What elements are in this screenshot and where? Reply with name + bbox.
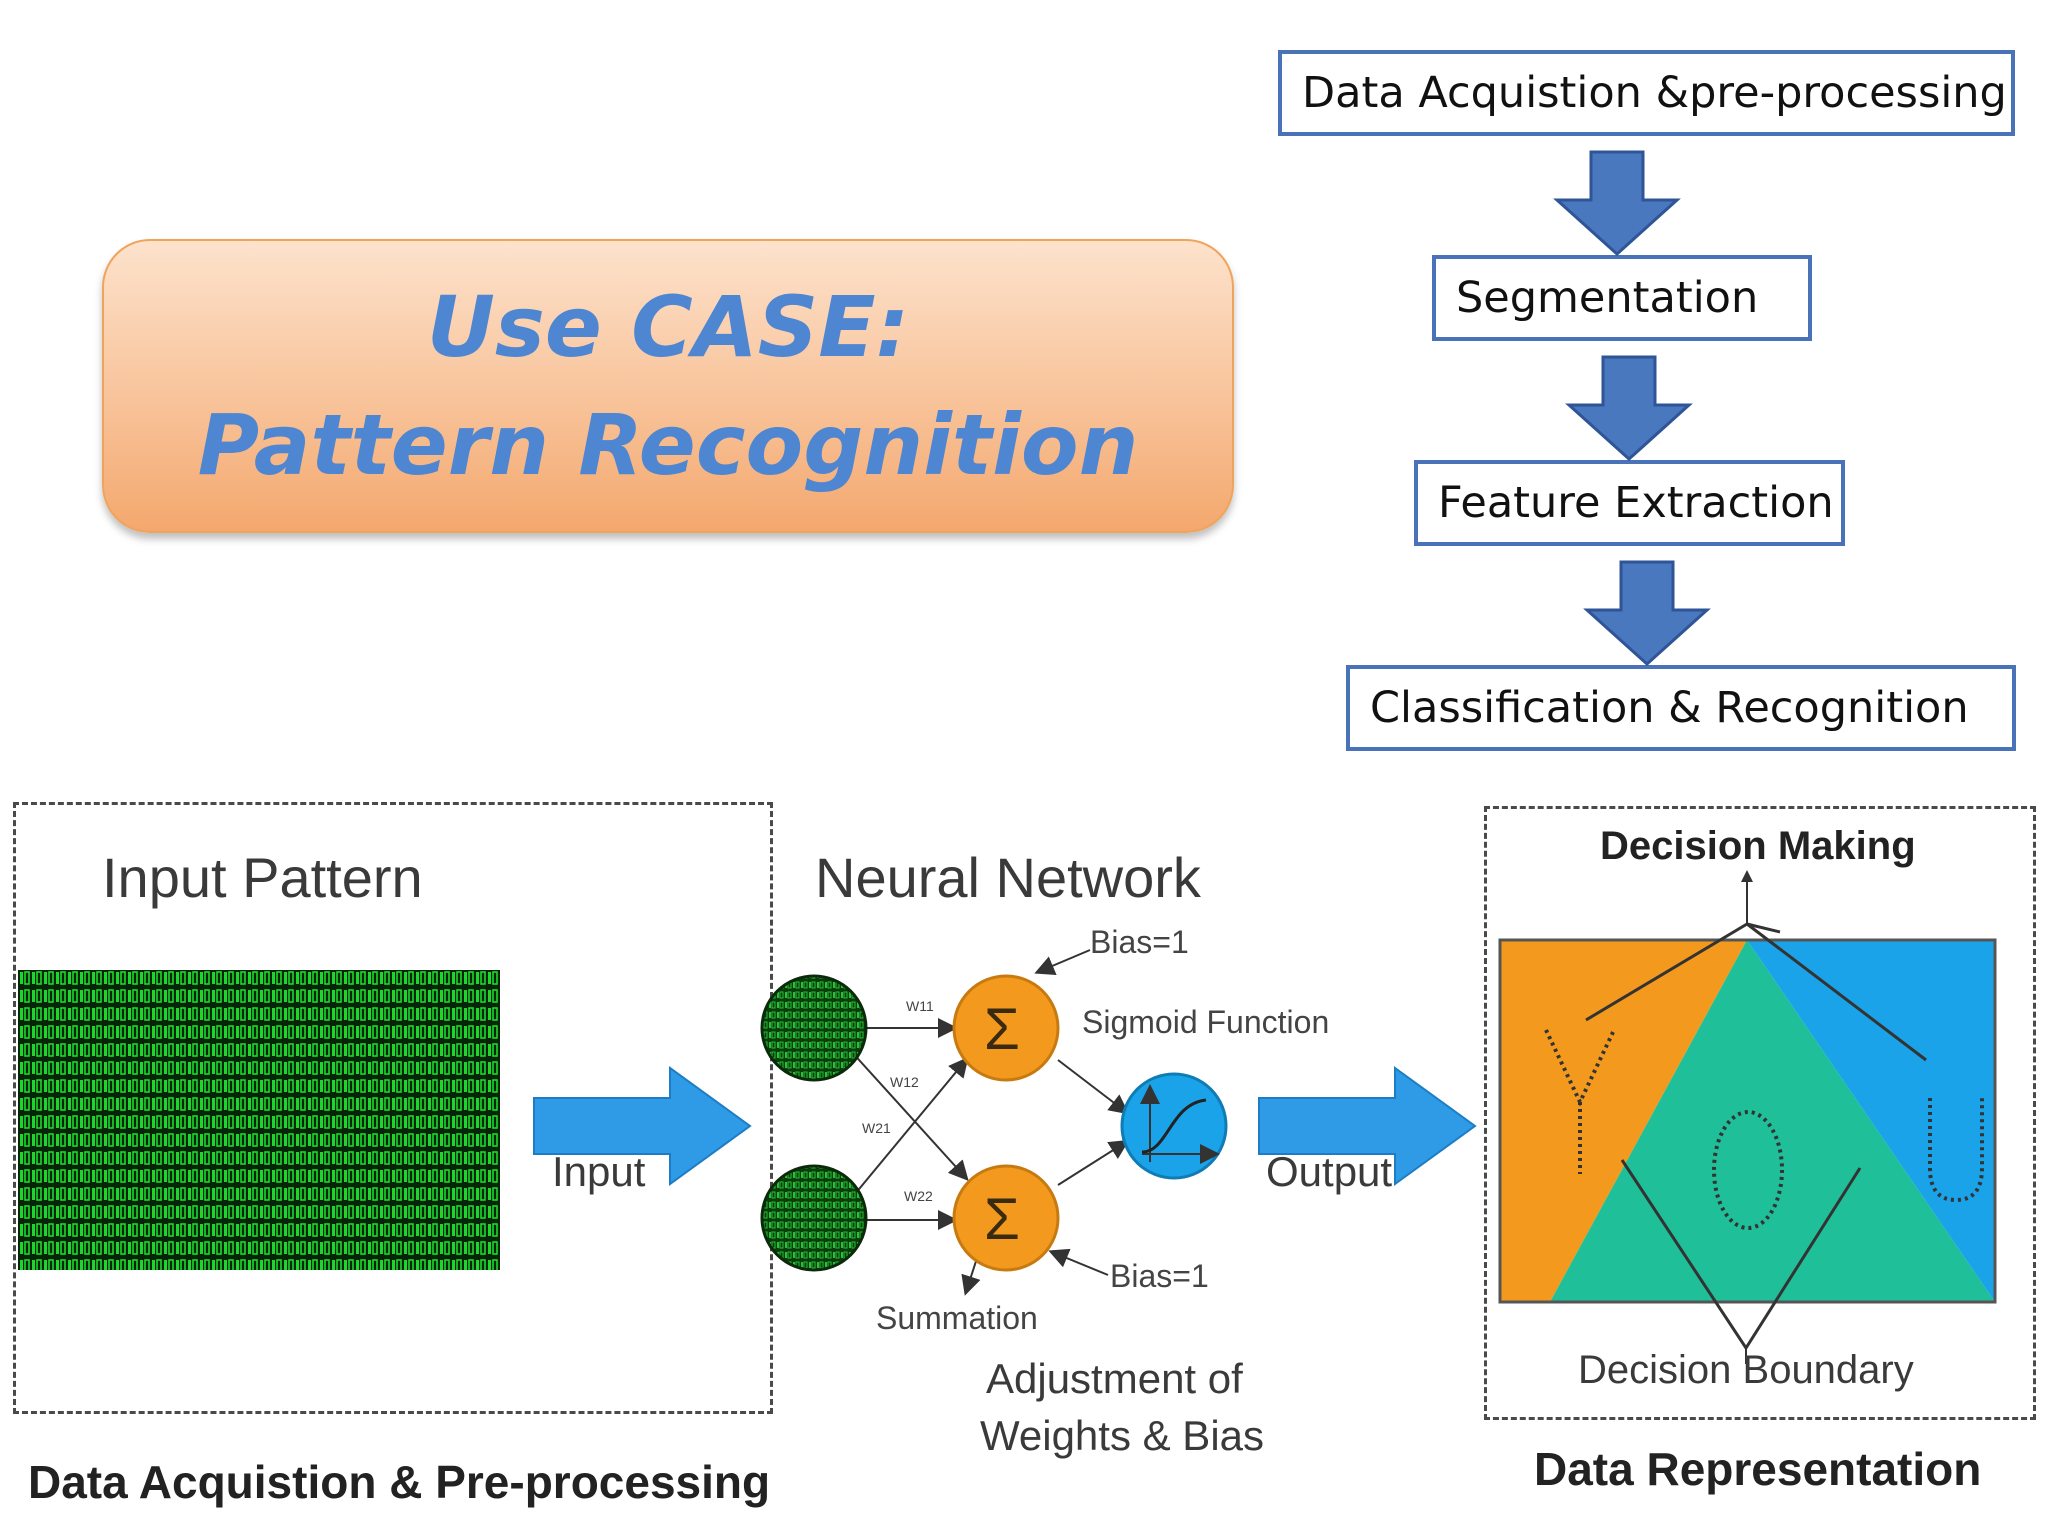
output-panel-frame xyxy=(1484,806,2036,1420)
region-teal xyxy=(1550,940,1995,1302)
weight-label-w21: W21 xyxy=(862,1120,891,1136)
input-neuron-2 xyxy=(760,1164,868,1272)
flow-step-segmentation: Segmentation xyxy=(1432,255,1812,341)
binary-matrix-icon xyxy=(18,970,500,1270)
bias-top-label: Bias=1 xyxy=(1090,924,1189,960)
flow-step-label: Classification & Recognition xyxy=(1370,683,1969,733)
sigmoid-curve-icon xyxy=(1120,1072,1228,1180)
title-line-2: Pattern Recognition xyxy=(197,396,1139,494)
title-box: Use CASE: Pattern Recognition xyxy=(102,239,1234,533)
region-orange xyxy=(1500,940,1747,1302)
input-panel-frame xyxy=(13,802,773,1414)
bias-bottom-label: Bias=1 xyxy=(1110,1258,1209,1294)
flow-step-label: Data Acquistion &pre-processing xyxy=(1302,68,2007,118)
flow-down-arrow-icon xyxy=(1553,150,1681,257)
input-panel-caption: Data Acquistion & Pre-processing xyxy=(28,1456,771,1508)
flow-step-acquisition: Data Acquistion &pre-processing xyxy=(1278,50,2015,136)
summation-label: Summation xyxy=(876,1300,1038,1336)
sum-symbol-bottom: Σ xyxy=(984,1187,1020,1252)
decision-boundary-label: Decision Boundary xyxy=(1578,1348,1914,1392)
input-arrow-label: Input xyxy=(552,1148,646,1195)
network-caption-line-1: Adjustment of xyxy=(986,1355,1243,1402)
input-pattern-heading: Input Pattern xyxy=(102,846,423,909)
flow-step-classification: Classification & Recognition xyxy=(1346,665,2016,751)
decision-making-heading: Decision Making xyxy=(1600,824,1916,868)
weight-label-w12: W12 xyxy=(890,1074,919,1090)
region-blue xyxy=(1747,940,1995,1302)
flow-step-feature-extraction: Feature Extraction xyxy=(1414,460,1845,546)
neural-network-heading: Neural Network xyxy=(815,846,1201,909)
output-arrow-label: Output xyxy=(1266,1148,1393,1195)
output-arrow-icon xyxy=(1258,1066,1477,1186)
flow-step-label: Feature Extraction xyxy=(1438,478,1834,528)
input-neuron-1 xyxy=(760,974,868,1082)
data-representation-caption: Data Representation xyxy=(1534,1443,1982,1495)
decision-region-diagram xyxy=(1498,870,1997,1364)
neural-network-diagram xyxy=(760,949,1228,1296)
network-caption-line-2: Weights & Bias xyxy=(980,1412,1265,1459)
flow-down-arrow-icon xyxy=(1565,355,1693,462)
input-arrow-icon xyxy=(533,1066,752,1186)
flow-down-arrow-icon xyxy=(1583,560,1711,667)
flow-step-label: Segmentation xyxy=(1456,273,1759,323)
sigmoid-function-label: Sigmoid Function xyxy=(1082,1004,1330,1040)
sum-symbol-top: Σ xyxy=(984,997,1020,1062)
title-line-1: Use CASE: xyxy=(426,278,910,376)
sigma-neuron-icon xyxy=(952,1164,1060,1272)
sigma-neuron-icon xyxy=(952,974,1060,1082)
weight-label-w11: W11 xyxy=(906,998,934,1014)
weight-label-w22: W22 xyxy=(904,1188,933,1204)
